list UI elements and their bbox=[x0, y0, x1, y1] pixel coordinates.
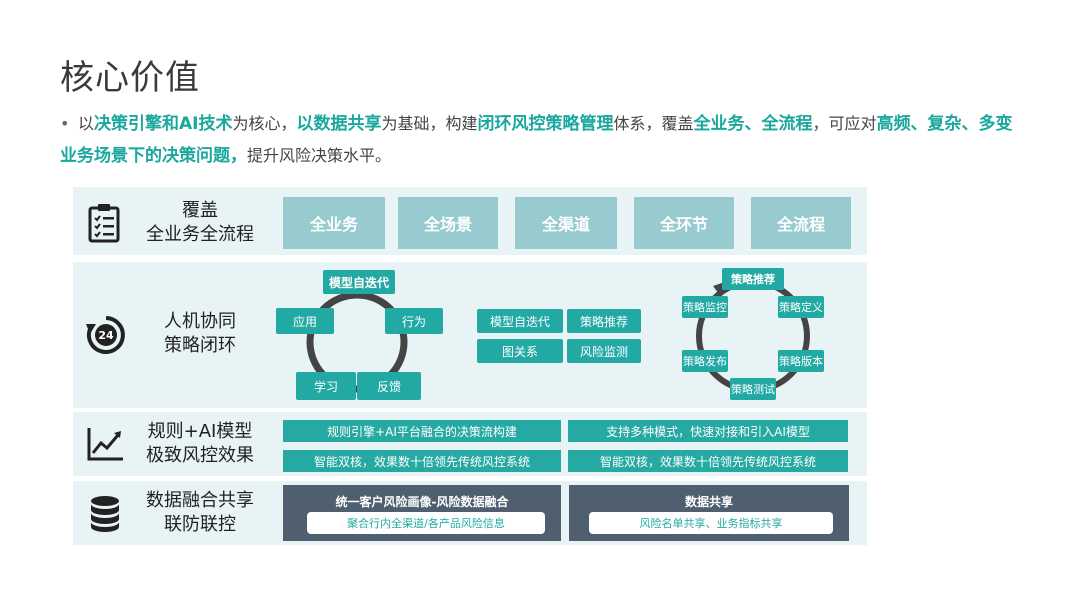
database-icon bbox=[91, 496, 119, 532]
rules-bar: 智能双核，效果数十倍领先传统风控系统 bbox=[568, 450, 848, 472]
row-label-line: 联防联控 bbox=[164, 514, 236, 535]
intro-paragraph: • 以决策引擎和AI技术为核心，以数据共享为基础，构建闭环风控策略管理体系，覆盖全… bbox=[60, 108, 1020, 172]
capability-tile: 模型自迭代 bbox=[477, 309, 563, 333]
row-label-line: 策略闭环 bbox=[164, 335, 236, 356]
coverage-item: 全渠道 bbox=[515, 197, 617, 249]
strategy-node: 策略推荐 bbox=[722, 268, 784, 290]
intro-highlight: 以数据共享 bbox=[296, 114, 382, 134]
panel-detail: 风险名单共享、业务指标共享 bbox=[589, 512, 833, 534]
intro-text: 提升风险决策水平。 bbox=[247, 146, 392, 165]
coverage-item: 全业务 bbox=[283, 197, 385, 249]
bullet: • bbox=[60, 114, 70, 133]
coverage-item: 全场景 bbox=[398, 197, 498, 249]
strategy-node: 策略版本 bbox=[778, 350, 824, 372]
cycle-node: 行为 bbox=[385, 308, 443, 334]
intro-highlight: 决策引擎和AI技术 bbox=[94, 114, 233, 134]
rules-bar: 智能双核，效果数十倍领先传统风控系统 bbox=[283, 450, 561, 472]
coverage-item: 全流程 bbox=[751, 197, 851, 249]
row-rules: 规则+AI模型 极致风控效果 规则引擎+AI平台融合的决策流构建 支持多种模式，… bbox=[73, 412, 867, 476]
intro-text: 为基础，构建 bbox=[381, 114, 478, 133]
row-loop: 24 人机协同 策略闭环 模型自迭代 行为 反馈 学习 应用 模型自迭代 策略推… bbox=[73, 262, 867, 408]
rules-bar: 规则引擎+AI平台融合的决策流构建 bbox=[283, 420, 561, 442]
intro-highlight: 高频、复杂、多变业务场景下的决策问题， bbox=[60, 114, 1013, 166]
row-label-line: 全业务全流程 bbox=[146, 224, 254, 245]
intro-text: ，可应对 bbox=[812, 114, 877, 133]
line-chart-icon bbox=[87, 428, 123, 461]
row-label: 规则+AI模型 极致风控效果 bbox=[135, 420, 265, 468]
strategy-node: 策略测试 bbox=[730, 378, 776, 400]
row-label: 人机协同 策略闭环 bbox=[135, 310, 265, 358]
cycle-24-icon: 24 bbox=[86, 316, 125, 354]
panel-heading: 统一客户风险画像-风险数据融合 bbox=[335, 495, 509, 509]
strategy-node: 策略定义 bbox=[778, 296, 824, 318]
row-label-line: 规则+AI模型 bbox=[147, 421, 253, 442]
clipboard-checklist-icon bbox=[88, 204, 120, 243]
row-label-line: 人机协同 bbox=[164, 311, 236, 332]
strategy-node: 策略发布 bbox=[682, 350, 728, 372]
row-data: 数据融合共享 联防联控 统一客户风险画像-风险数据融合 聚合行内全渠道/各产品风… bbox=[73, 481, 867, 545]
cycle-node: 反馈 bbox=[357, 372, 421, 400]
row-label-line: 覆盖 bbox=[182, 200, 218, 221]
row-label: 覆盖 全业务全流程 bbox=[135, 199, 265, 247]
data-sharing-panel: 数据共享 风险名单共享、业务指标共享 bbox=[569, 485, 849, 541]
svg-text:24: 24 bbox=[98, 329, 114, 342]
row-label-line: 数据融合共享 bbox=[146, 490, 254, 511]
strategy-node: 策略监控 bbox=[682, 296, 728, 318]
panel-heading: 数据共享 bbox=[684, 495, 733, 509]
row-label: 数据融合共享 联防联控 bbox=[135, 489, 265, 537]
intro-text: 为核心， bbox=[232, 114, 297, 133]
coverage-item: 全环节 bbox=[634, 197, 734, 249]
cycle-node: 应用 bbox=[276, 308, 334, 334]
capability-tile: 策略推荐 bbox=[567, 309, 641, 333]
cycle-node: 模型自迭代 bbox=[323, 270, 395, 294]
intro-highlight: 全业务、全流程 bbox=[693, 114, 813, 134]
panel-detail: 聚合行内全渠道/各产品风险信息 bbox=[307, 512, 545, 534]
data-fusion-panel: 统一客户风险画像-风险数据融合 聚合行内全渠道/各产品风险信息 bbox=[283, 485, 561, 541]
capability-tile: 图关系 bbox=[477, 339, 563, 363]
cycle-node: 学习 bbox=[296, 372, 356, 400]
rules-bar: 支持多种模式，快速对接和引入AI模型 bbox=[568, 420, 848, 442]
page-title: 核心价值 bbox=[60, 58, 200, 98]
intro-text: 体系，覆盖 bbox=[613, 114, 694, 133]
row-label-line: 极致风控效果 bbox=[146, 445, 254, 466]
capability-tile: 风险监测 bbox=[567, 339, 641, 363]
intro-text: 以 bbox=[78, 114, 95, 133]
row-coverage: 覆盖 全业务全流程 全业务 全场景 全渠道 全环节 全流程 bbox=[73, 187, 867, 255]
intro-highlight: 闭环风控策略管理 bbox=[477, 114, 614, 134]
